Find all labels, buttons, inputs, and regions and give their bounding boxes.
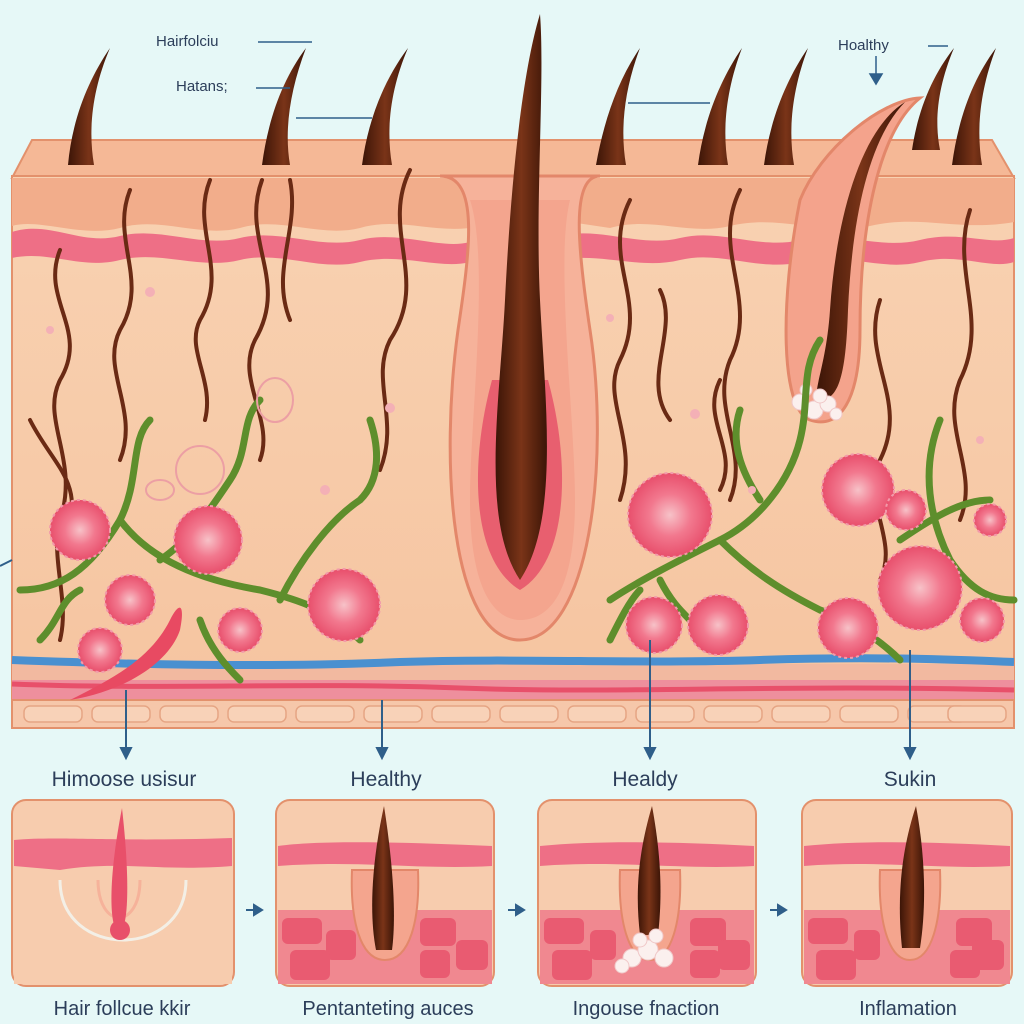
stage-label-1: Himoose usisur [52, 768, 197, 792]
panel-caption-2: Pentanteting auces [302, 998, 473, 1021]
central-follicle [440, 14, 600, 640]
panel-caption-4: Inflamation [859, 998, 957, 1021]
stage-panel-3 [538, 800, 756, 986]
stage-panel-1 [12, 800, 234, 986]
stage-label-2: Healthy [350, 768, 421, 792]
stage-label-4: Sukin [884, 768, 937, 792]
stage-panel-2 [276, 800, 494, 986]
label-hair-follicle: Hairfolciu [156, 33, 219, 50]
base-cell-row [24, 706, 1006, 722]
stage-panel-4 [802, 800, 1012, 986]
label-hairs: Hatans; [176, 78, 228, 95]
stage-label-3: Healdy [612, 768, 677, 792]
label-healthy-top: Hoalthy [838, 37, 889, 54]
panel-caption-1: Hair follcue kkir [54, 998, 191, 1021]
panel-caption-3: Ingouse fnaction [573, 998, 720, 1021]
